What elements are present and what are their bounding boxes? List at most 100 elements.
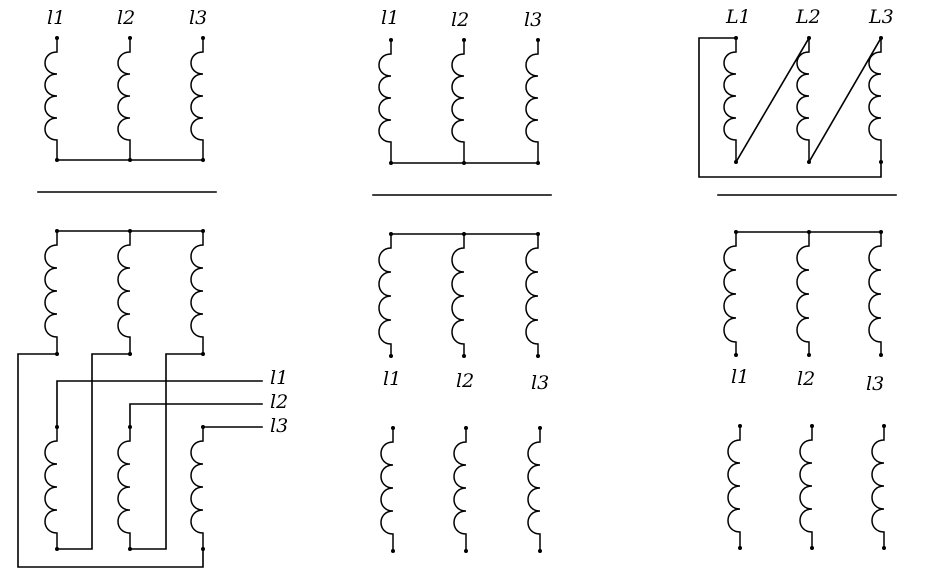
output-winding-c (871, 426, 885, 548)
junction-dot (734, 230, 738, 234)
terminal-dot (389, 354, 393, 358)
zigzag-wire-3 (129, 353, 204, 550)
secondary-winding-a2 (44, 427, 58, 549)
terminal-dot (879, 353, 883, 357)
output-winding-c (527, 428, 541, 551)
terminal-dot (536, 38, 540, 42)
output-label-l1: l1 (270, 367, 288, 389)
secondary-winding-a (378, 234, 392, 356)
junction-dot (55, 229, 59, 233)
panel-right-secondary (723, 230, 883, 357)
panel-middle-secondary (378, 232, 540, 358)
label-l1: l1 (47, 7, 65, 29)
primary-winding-a (44, 38, 58, 160)
panel-right-output: l1 l2 l3 (727, 366, 886, 550)
terminal-dot (738, 546, 742, 550)
panel-right-primary: L1 L2 L3 (698, 6, 894, 178)
primary-winding-b (451, 40, 465, 163)
primary-winding-a (378, 40, 392, 163)
panel-left-secondary-lower (44, 425, 205, 551)
label-L2: L2 (795, 6, 821, 28)
junction-dot (201, 158, 205, 162)
output-label-l3: l3 (270, 415, 288, 437)
secondary-winding-a (723, 232, 737, 355)
terminal-dot (538, 549, 542, 553)
terminal-dot (391, 426, 395, 430)
panel-middle: l1 l2 l3 l1 (372, 7, 552, 553)
label-L1: L1 (725, 6, 751, 28)
primary-winding-c (525, 40, 539, 163)
terminal-dot (201, 36, 205, 40)
terminal-dot (810, 424, 814, 428)
label-l3: l3 (524, 9, 542, 31)
label-l1: l1 (731, 366, 749, 388)
terminal-dot (810, 546, 814, 550)
terminal-dot (879, 160, 883, 164)
panel-left-primary: l1 l2 l3 (44, 7, 207, 162)
panel-right: L1 L2 L3 (698, 6, 897, 550)
secondary-winding-b (796, 232, 810, 355)
primary-winding-b (796, 38, 810, 162)
secondary-winding-c2 (190, 427, 204, 549)
label-l3: l3 (189, 7, 207, 29)
label-l3: l3 (866, 373, 884, 395)
terminal-dot (807, 36, 811, 40)
panel-middle-output: l1 l2 l3 (380, 368, 549, 553)
label-L3: L3 (868, 6, 894, 28)
junction-dot (536, 161, 540, 165)
output-winding-b (799, 426, 813, 548)
panel-middle-primary: l1 l2 l3 (378, 7, 542, 165)
output-lead-2 (129, 403, 263, 428)
output-winding-a (380, 428, 394, 551)
panel-left-secondary-upper (44, 229, 205, 356)
terminal-dot (536, 354, 540, 358)
secondary-winding-a1 (44, 231, 58, 354)
terminal-dot (462, 38, 466, 42)
primary-winding-b (117, 38, 131, 160)
secondary-winding-b1 (117, 231, 131, 354)
label-l1: l1 (383, 368, 401, 390)
junction-dot (389, 232, 393, 236)
terminal-dot (882, 424, 886, 428)
junction-dot (128, 229, 132, 233)
junction-dot (201, 229, 205, 233)
terminal-dot (738, 424, 742, 428)
secondary-winding-b2 (117, 427, 131, 549)
terminal-dot (734, 353, 738, 357)
junction-dot (128, 158, 132, 162)
zigzag-wire-2 (56, 353, 131, 550)
label-l2: l2 (456, 370, 474, 392)
terminal-dot (882, 546, 886, 550)
label-l2: l2 (797, 368, 815, 390)
terminal-dot (464, 426, 468, 430)
junction-dot (807, 230, 811, 234)
terminal-dot (879, 36, 883, 40)
terminal-dot (55, 36, 59, 40)
zigzag-interconnection-wires: l1 l2 l3 (17, 353, 288, 568)
delta-wire-outer (698, 37, 882, 178)
label-l2: l2 (117, 7, 135, 29)
output-winding-a (727, 426, 741, 548)
terminal-dot (391, 549, 395, 553)
label-l1: l1 (381, 7, 399, 29)
junction-dot (536, 232, 540, 236)
terminal-dot (734, 36, 738, 40)
output-lead-1 (56, 380, 263, 428)
terminal-dot (807, 353, 811, 357)
delta-wire-diagonal-1 (734, 36, 811, 164)
junction-dot (389, 161, 393, 165)
panel-left: l1 l2 l3 (17, 7, 288, 568)
primary-winding-a (723, 38, 737, 162)
primary-winding-c (868, 38, 882, 162)
terminal-dot (807, 160, 811, 164)
primary-winding-c (190, 38, 204, 160)
secondary-winding-c (525, 234, 539, 356)
terminal-dot (462, 354, 466, 358)
junction-dot (462, 232, 466, 236)
delta-wire-diagonal-2 (807, 36, 883, 164)
secondary-winding-b (451, 234, 465, 356)
terminal-dot (538, 426, 542, 430)
secondary-winding-c1 (190, 231, 204, 354)
